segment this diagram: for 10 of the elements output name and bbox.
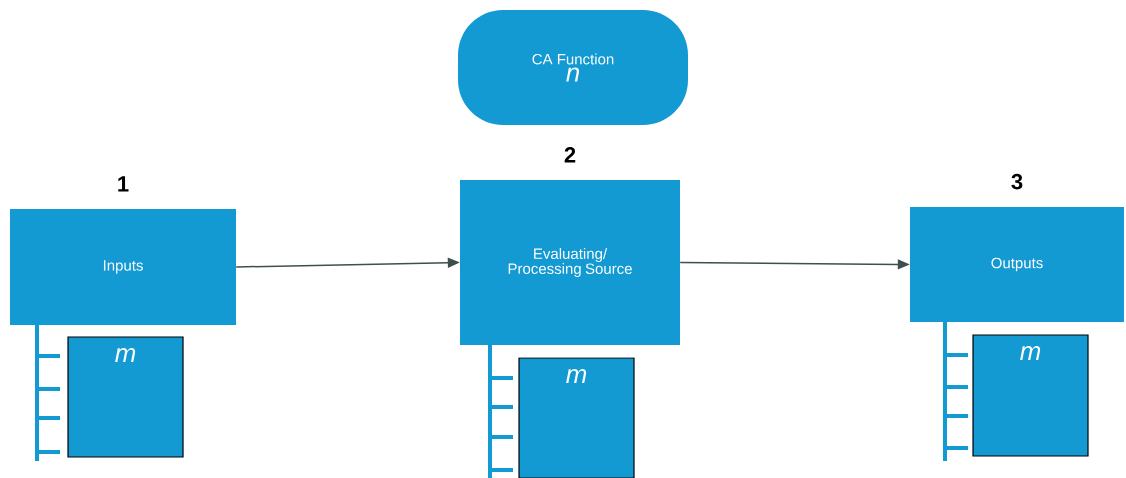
function-pill: CA Function n (458, 10, 688, 125)
step-number: 3 (1011, 173, 1023, 190)
step-number: 1 (118, 176, 129, 192)
process-box: Inputs (10, 209, 236, 325)
memory-box: m (518, 357, 635, 478)
process-box: Outputs (910, 207, 1124, 322)
step-number: 2 (564, 147, 576, 163)
memory-box: m (972, 334, 1089, 457)
memory-box: m (67, 336, 184, 458)
process-box: Evaluating/ Processing Source (460, 180, 680, 345)
